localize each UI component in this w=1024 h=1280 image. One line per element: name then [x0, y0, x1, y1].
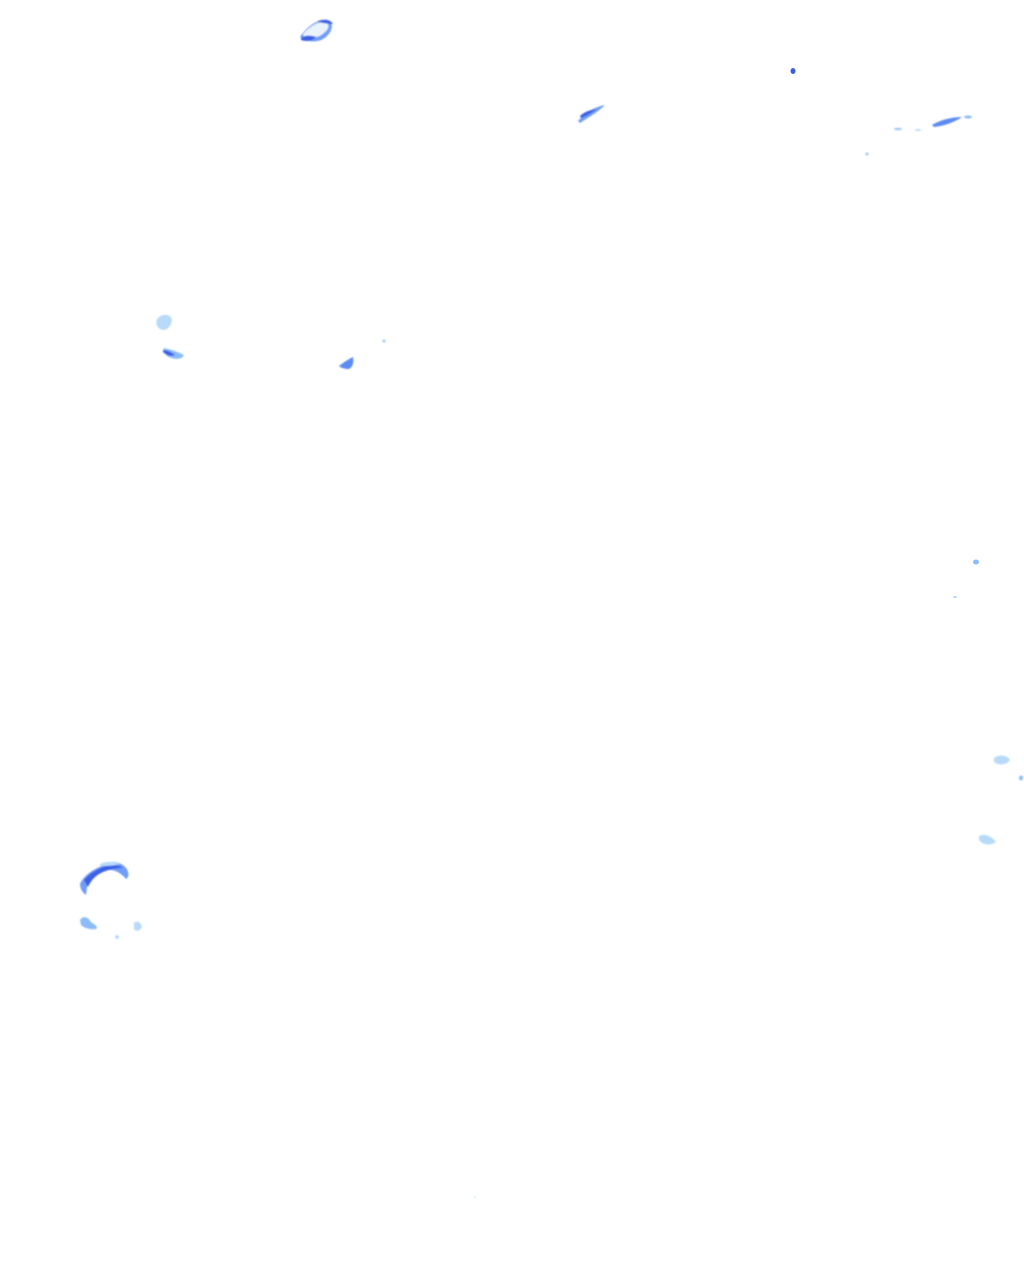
ink-arc-1 — [80, 861, 129, 895]
ink-splatter-5 — [979, 834, 996, 845]
ink-splatter-4 — [994, 755, 1023, 781]
ink-dot-2 — [973, 559, 979, 565]
ink-dot-3 — [953, 596, 957, 598]
ink-splatter-6 — [80, 917, 476, 1198]
ink-streak-2 — [865, 115, 972, 156]
ink-splatter-1 — [300, 19, 333, 42]
ink-splatter-3 — [339, 339, 386, 369]
ink-splatter-2 — [156, 314, 184, 359]
ink-dot-1 — [790, 68, 796, 74]
ink-streak-1 — [578, 105, 605, 123]
